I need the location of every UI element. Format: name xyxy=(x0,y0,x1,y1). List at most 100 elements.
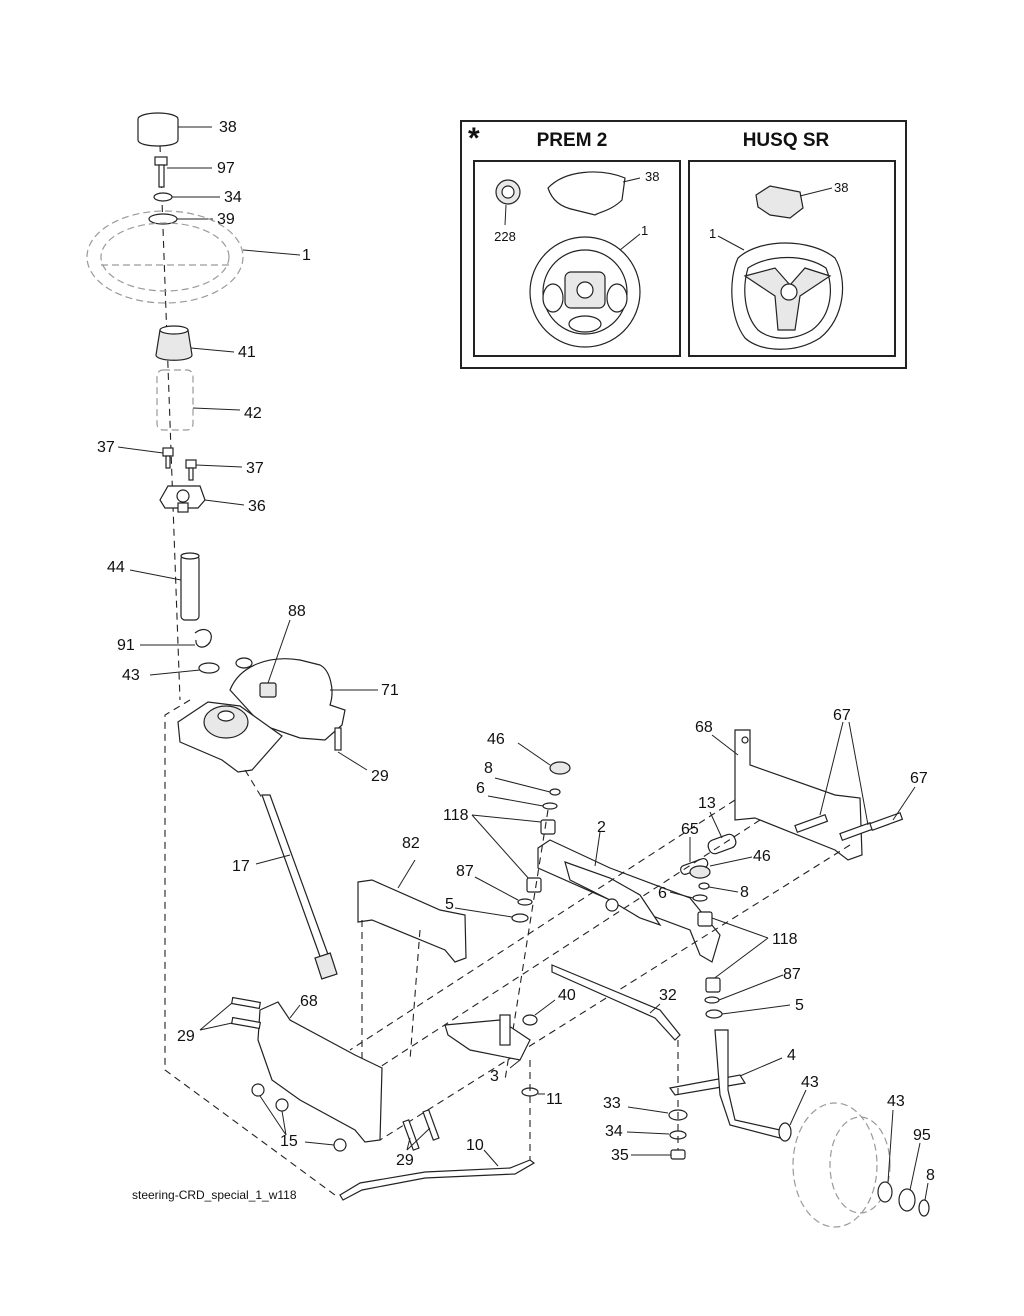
callout-46-lower: 46 xyxy=(753,848,771,865)
callout-67-top: 67 xyxy=(833,707,851,724)
callout-40: 40 xyxy=(558,987,576,1004)
callout-17: 17 xyxy=(232,858,250,875)
callout-37-right: 37 xyxy=(246,460,264,477)
part-34-washer xyxy=(153,192,173,202)
part-32-drag-link xyxy=(551,964,681,1041)
part-2-axle xyxy=(537,839,721,963)
part-46-cap-upper xyxy=(549,761,571,775)
part-87-washer xyxy=(517,898,533,906)
part-15-nuts xyxy=(251,1083,347,1152)
callout-1: 1 xyxy=(302,247,311,264)
callout-46-upper: 46 xyxy=(487,731,505,748)
inset-header-husq: HUSQ SR xyxy=(743,130,830,151)
part-8-clip-upper xyxy=(549,788,561,796)
callout-15: 15 xyxy=(280,1133,298,1150)
husq-label-38: 38 xyxy=(834,180,848,195)
part-36-bearing-plate xyxy=(159,485,206,513)
steering-gear-assembly xyxy=(164,619,378,1196)
part-6-washer-upper xyxy=(542,802,558,810)
part-95-washer xyxy=(898,1188,916,1212)
callout-32: 32 xyxy=(659,987,677,1004)
wheel-ghost xyxy=(792,1102,891,1228)
callout-5-left: 5 xyxy=(445,896,454,913)
callout-2: 2 xyxy=(597,819,606,836)
callout-118-upper: 118 xyxy=(443,807,469,824)
callout-6-lower: 6 xyxy=(658,885,667,902)
callout-87-right: 87 xyxy=(783,966,801,983)
part-17-shaft xyxy=(261,794,338,980)
callout-95: 95 xyxy=(913,1127,931,1144)
part-44-shaft xyxy=(180,552,200,621)
part-8-clip-mid xyxy=(698,882,710,890)
husq-steering-wheel xyxy=(731,242,844,350)
part-88-nut xyxy=(259,682,277,698)
part-118-bushing-upper xyxy=(540,819,556,835)
callout-41: 41 xyxy=(238,344,256,361)
callout-118-right: 118 xyxy=(772,931,798,948)
part-67-bolts xyxy=(794,811,904,842)
inset-panel: * PREM 2 HUSQ SR 38 228 1 xyxy=(460,120,907,369)
husq-cover xyxy=(755,185,804,219)
callout-68-right: 68 xyxy=(695,719,713,736)
part-3-pitman-arm xyxy=(444,1014,531,1061)
callout-43: 43 xyxy=(122,667,140,684)
callout-34: 34 xyxy=(224,189,242,206)
callout-44: 44 xyxy=(107,559,125,576)
callout-6-upper: 6 xyxy=(476,780,485,797)
part-8-clip-wheel xyxy=(918,1199,930,1217)
callout-88: 88 xyxy=(288,603,306,620)
part-68-bracket-right xyxy=(734,729,863,861)
part-35-nut xyxy=(670,1149,686,1160)
callout-38: 38 xyxy=(219,119,237,136)
part-42-boot xyxy=(156,369,194,431)
callout-8-upper: 8 xyxy=(484,760,493,777)
part-1-steering-wheel-ghost xyxy=(86,210,244,304)
part-97-bolt xyxy=(154,156,168,188)
part-4-spindle xyxy=(668,1029,781,1139)
callout-33: 33 xyxy=(603,1095,621,1112)
callout-82: 82 xyxy=(402,835,420,852)
callout-67-right: 67 xyxy=(910,770,928,787)
part-43-washer-wheel-inner xyxy=(778,1122,792,1142)
part-10-tie-rod xyxy=(339,1159,536,1201)
part-46-cap-lower xyxy=(689,865,711,879)
callout-labels: 38 97 34 39 1 41 42 37 37 36 44 88 91 43… xyxy=(97,119,935,1184)
callout-42: 42 xyxy=(244,405,262,422)
part-37-bolts xyxy=(162,447,197,481)
part-6-washer-mid xyxy=(692,894,708,902)
prem2-label-38: 38 xyxy=(645,169,659,184)
callout-3: 3 xyxy=(490,1068,499,1085)
callout-29: 29 xyxy=(371,768,389,785)
callout-11: 11 xyxy=(546,1091,563,1108)
callout-35: 35 xyxy=(611,1147,629,1164)
callout-8-wheel: 8 xyxy=(926,1167,935,1184)
prem2-steering-wheel xyxy=(529,236,641,348)
callout-43-wheel-inner: 43 xyxy=(801,1074,819,1091)
part-82-bracket xyxy=(357,879,467,963)
callout-68-left: 68 xyxy=(300,993,318,1010)
callout-29-lower: 29 xyxy=(396,1152,414,1169)
callout-13: 13 xyxy=(698,795,716,812)
callout-8-mid: 8 xyxy=(740,884,749,901)
part-43-washer xyxy=(198,662,220,674)
part-91-clip xyxy=(194,629,212,648)
part-29-bolt xyxy=(334,727,342,751)
callout-29-left: 29 xyxy=(177,1028,195,1045)
part-40-pivot xyxy=(522,1014,538,1026)
callout-39: 39 xyxy=(217,211,235,228)
part-41-adapter xyxy=(155,325,193,361)
callout-65: 65 xyxy=(681,821,699,838)
steering-column-assembly xyxy=(86,112,301,701)
callout-36: 36 xyxy=(248,498,266,515)
prem2-label-228: 228 xyxy=(494,229,516,244)
part-43-washer-wheel-outer xyxy=(877,1181,893,1203)
prem2-cover xyxy=(547,171,626,216)
callout-97: 97 xyxy=(217,160,235,177)
part-118-bushing-lower xyxy=(526,877,542,893)
prem2-label-1: 1 xyxy=(641,223,648,238)
callout-34-lower: 34 xyxy=(605,1123,623,1140)
inset-marker: * xyxy=(468,122,480,155)
callout-37-left: 37 xyxy=(97,439,115,456)
callout-71: 71 xyxy=(381,682,399,699)
